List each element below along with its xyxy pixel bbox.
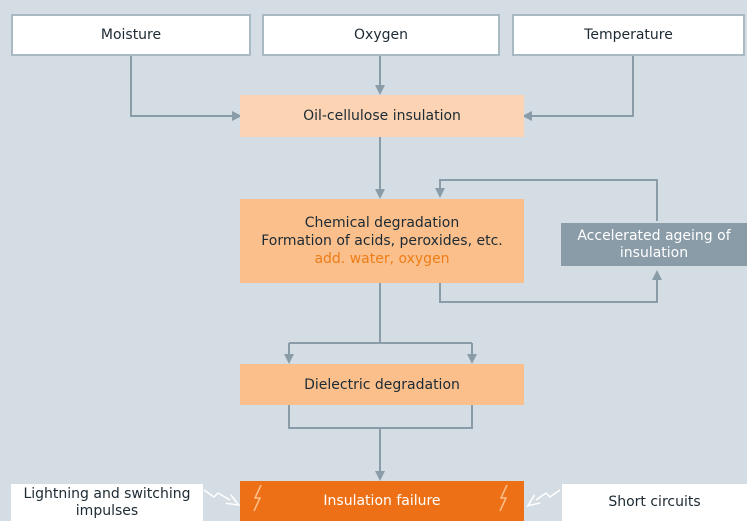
connector-temperature: [522, 56, 634, 121]
chemical-degradation-box: Chemical degradation Formation of acids,…: [240, 199, 524, 283]
chemical-additional-text: add. water, oxygen: [314, 251, 450, 267]
oxygen-label: Oxygen: [354, 27, 408, 43]
temperature-label: Temperature: [584, 27, 673, 43]
moisture-label: Moisture: [100, 27, 162, 43]
impulse-arrows: [203, 489, 561, 500]
accelerated-ageing-label: Accelerated ageing of insulation: [577, 227, 731, 261]
connector-moisture: [130, 56, 242, 121]
short-circuits-label: Short circuits: [608, 494, 701, 510]
oil-cellulose-label: Oil-cellulose insulation: [303, 108, 461, 124]
short-circuits-box: Short circuits: [562, 484, 747, 521]
accelerated-ageing-box: Accelerated ageing of insulation: [561, 223, 747, 266]
dielectric-degradation-label: Dielectric degradation: [304, 376, 460, 393]
oxygen-box: Oxygen: [262, 14, 500, 56]
chemical-degradation-title: Chemical degradation: [304, 215, 460, 231]
connector-chemical-to-ageing: [439, 270, 662, 303]
connector-dielectric-to-failure: [288, 405, 473, 429]
chemical-formation-text: Formation of acids, peroxides, etc.: [261, 233, 503, 249]
moisture-box: Moisture: [11, 14, 251, 56]
lightning-impulses-label: Lightning and switching impulses: [23, 485, 191, 519]
oil-cellulose-box: Oil-cellulose insulation: [240, 95, 524, 137]
lightning-bolt-icon: [499, 484, 508, 512]
lightning-impulses-box: Lightning and switching impulses: [11, 484, 203, 521]
insulation-failure-box: Insulation failure: [240, 481, 524, 521]
lightning-bolt-icon: [253, 484, 262, 512]
connector-ageing-to-chemical: [435, 179, 658, 221]
insulation-failure-label: Insulation failure: [323, 493, 441, 509]
temperature-box: Temperature: [512, 14, 745, 56]
dielectric-degradation-box: Dielectric degradation: [240, 364, 524, 405]
